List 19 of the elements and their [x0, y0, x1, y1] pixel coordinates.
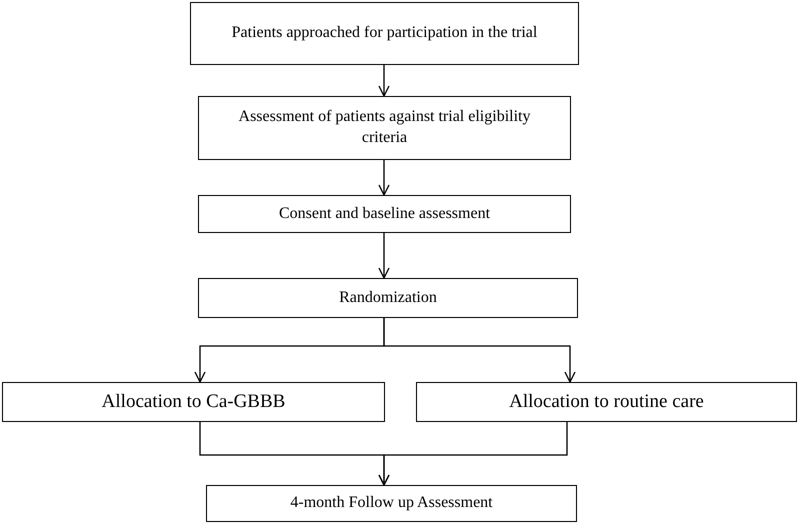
- box-label: Assessment of patients against trial eligibility criteria: [238, 107, 532, 148]
- process-box: [206, 485, 577, 522]
- process-box: [198, 278, 578, 318]
- box-label: Randomization: [339, 288, 437, 308]
- arrow: [378, 160, 390, 196]
- process-box: [198, 96, 571, 160]
- arrow: [378, 422, 568, 486]
- process-box: [190, 2, 579, 65]
- arrow: [383, 318, 576, 383]
- arrow: [378, 233, 390, 279]
- box-label: Patients approached for participation in the trial: [232, 23, 538, 44]
- box-label: Allocation to routine care: [509, 390, 704, 414]
- process-box: [198, 195, 571, 233]
- process-box: [416, 382, 797, 422]
- box-label: 4-month Follow up Assessment: [290, 493, 493, 514]
- arrow: [378, 65, 390, 97]
- box-label: Allocation to Ca-GBBB: [102, 390, 286, 414]
- process-box: [2, 382, 385, 422]
- box-label: Consent and baseline assessment: [278, 204, 490, 224]
